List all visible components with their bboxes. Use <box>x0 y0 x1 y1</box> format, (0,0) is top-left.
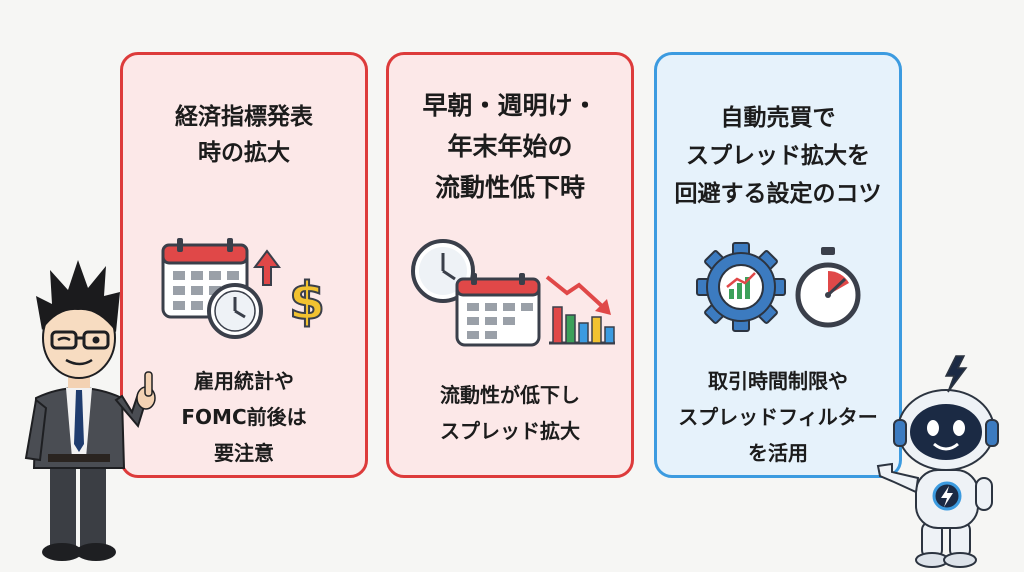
card-desc-line: 流動性が低下し <box>440 383 580 407</box>
businessman-character <box>24 260 156 561</box>
card-icons <box>657 235 899 355</box>
declining-chart-icon <box>545 275 615 345</box>
card-title-line: 自動売買で <box>720 105 836 131</box>
card-description: 流動性が低下し スプレッド拡大 <box>389 377 631 449</box>
card-economic-indicators: 経済指標発表 時の拡大 <box>120 52 368 478</box>
card-desc-line: 取引時間制限や <box>708 369 848 393</box>
card-icons: $ <box>123 235 365 355</box>
card-title: 自動売買で スプレッド拡大を 回避する設定のコツ <box>657 99 899 213</box>
card-description: 雇用統計や FOMC前後は 要注意 <box>123 363 365 471</box>
gear-chart-icon <box>696 242 786 332</box>
card-title-line: 年末年始の <box>447 132 573 161</box>
card-icons <box>389 235 631 355</box>
card-title-line: 回避する設定のコツ <box>674 181 882 207</box>
card-title: 経済指標発表 時の拡大 <box>123 99 365 171</box>
card-title: 早朝・週明け・ 年末年始の 流動性低下時 <box>389 85 631 208</box>
arrow-up-icon <box>253 249 281 286</box>
card-auto-trading-tips: 自動売買で スプレッド拡大を 回避する設定のコツ <box>654 52 902 478</box>
card-desc-line: スプレッドフィルター <box>678 405 878 429</box>
clock-icon <box>207 283 263 339</box>
card-desc-line: スプレッド拡大 <box>440 419 580 443</box>
card-title-line: 流動性低下時 <box>434 173 585 202</box>
card-desc-line: 要注意 <box>214 441 274 465</box>
card-title-line: 早朝・週明け・ <box>422 91 598 120</box>
card-desc-line: FOMC前後は <box>181 405 307 429</box>
robot-character <box>876 355 999 568</box>
card-description: 取引時間制限や スプレッドフィルター を活用 <box>657 363 899 471</box>
calendar-icon <box>455 273 541 347</box>
card-title-line: 経済指標発表 <box>175 104 313 130</box>
card-title-line: 時の拡大 <box>198 140 290 166</box>
card-desc-line: 雇用統計や <box>194 369 294 393</box>
card-desc-line: を活用 <box>748 441 808 465</box>
card-title-line: スプレッド拡大を <box>686 143 870 169</box>
card-low-liquidity: 早朝・週明け・ 年末年始の 流動性低下時 <box>386 52 634 478</box>
stopwatch-icon <box>795 247 861 328</box>
svg-text:$: $ <box>289 272 325 332</box>
dollar-icon: $ <box>288 271 326 333</box>
